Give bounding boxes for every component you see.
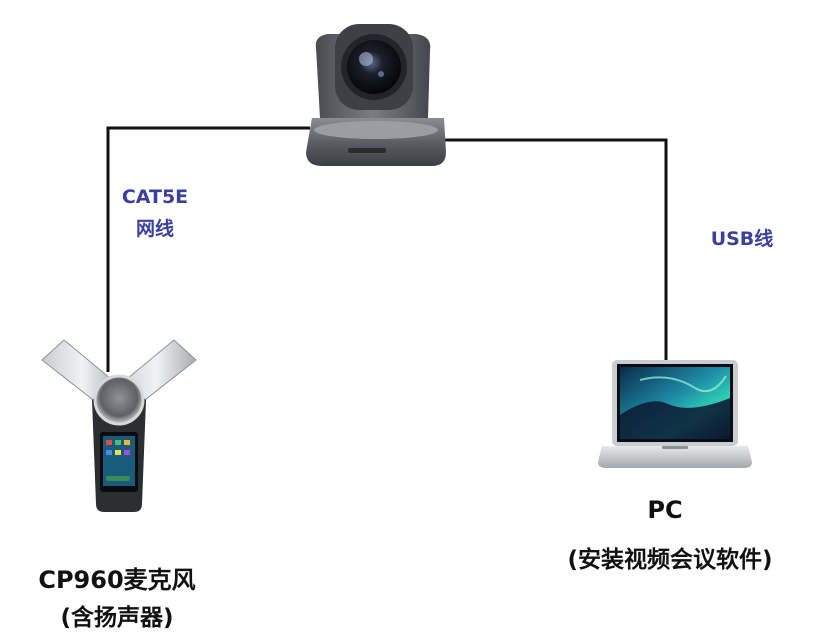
- laptop-icon: [598, 360, 752, 468]
- microphone-name: CP960麦克风: [38, 566, 196, 594]
- microphone-note: (含扬声器): [60, 605, 174, 631]
- cat5e-cable: [106, 126, 310, 372]
- ptz-camera-icon: [306, 24, 446, 166]
- usb-cable: [440, 138, 668, 362]
- cables: [106, 126, 668, 372]
- pc-name: PC: [647, 496, 683, 524]
- cat5e-cable-label: 网线: [135, 218, 175, 240]
- conference-phone-icon: [41, 339, 197, 512]
- cat5e-label: CAT5E: [121, 186, 189, 208]
- pc-note: (安装视频会议软件): [567, 547, 773, 573]
- usb-cable-label: USB线: [710, 228, 774, 250]
